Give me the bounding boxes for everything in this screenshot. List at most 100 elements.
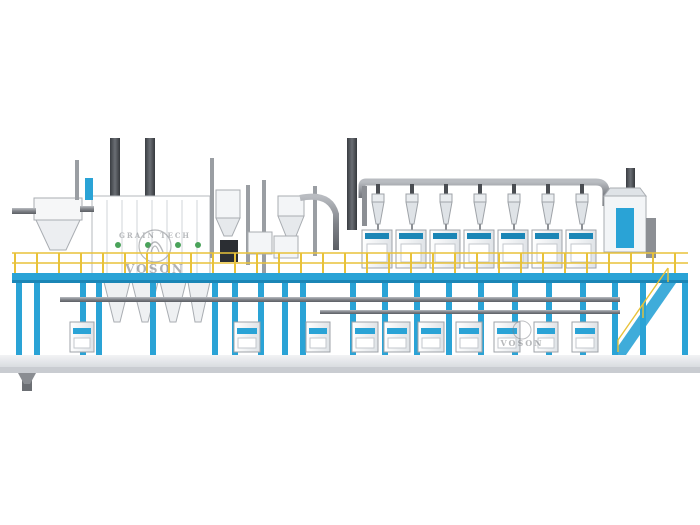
ground-machine-panel	[421, 337, 441, 349]
cyclone-body	[507, 193, 521, 203]
cyclone-body	[575, 193, 589, 203]
cyclone-cone	[473, 201, 487, 225]
mill-cyclones	[371, 184, 589, 230]
railing-post	[476, 253, 478, 273]
railing-post	[388, 253, 390, 273]
support-column	[80, 283, 86, 355]
ground-machine-band	[309, 328, 327, 334]
railing-post	[102, 253, 104, 273]
ground-machines	[69, 321, 599, 353]
railing-post	[146, 253, 148, 273]
railing-post	[234, 253, 236, 273]
ground-machine-band	[575, 328, 595, 334]
support-column	[282, 283, 288, 355]
support-column	[612, 283, 618, 355]
cyclone-outlet	[581, 224, 583, 230]
railing-post	[652, 253, 654, 273]
ground-machine-band	[537, 328, 555, 334]
ground-machine-band	[237, 328, 257, 334]
railing-post	[498, 253, 500, 273]
support-column	[350, 283, 356, 355]
cyclone-outlet	[411, 224, 413, 230]
floor-slab	[0, 355, 700, 391]
cyclone-outlet	[479, 224, 481, 230]
support-column	[478, 283, 484, 355]
railing-post	[454, 253, 456, 273]
railing-post	[190, 253, 192, 273]
support-column	[446, 283, 452, 355]
railing-post	[520, 253, 522, 273]
logo-seal-icon	[138, 229, 172, 263]
railing-post	[674, 253, 676, 273]
cyclone-cone	[507, 201, 521, 225]
cyclone-outlet	[445, 224, 447, 230]
support-column	[212, 283, 218, 355]
support-column	[512, 283, 518, 355]
mill-cabinet-top	[535, 233, 559, 239]
cyclone-inlet	[580, 184, 584, 194]
support-column	[682, 283, 688, 355]
support-column	[258, 283, 264, 355]
cyclone-body	[541, 193, 555, 203]
support-column	[300, 283, 306, 355]
railing-post	[300, 253, 302, 273]
railing-post	[322, 253, 324, 273]
railing-post	[278, 253, 280, 273]
cyclone-outlet	[547, 224, 549, 230]
cyclone-inlet	[376, 184, 380, 194]
cyclone-cone	[575, 201, 589, 225]
railing-post	[344, 253, 346, 273]
ground-machine-band	[459, 328, 479, 334]
left-cyclones	[12, 160, 94, 251]
cyclone-body	[473, 193, 487, 203]
support-column	[414, 283, 420, 355]
cyclone-inlet	[410, 184, 414, 194]
ground-machine-panel	[355, 337, 375, 349]
railing-post	[212, 253, 214, 273]
watermark-arc-text: GRAIN TECH	[119, 231, 191, 240]
mill-cabinet-top	[399, 233, 423, 239]
railing-post	[410, 253, 412, 273]
ground-machine-band	[73, 328, 91, 334]
railing-post	[256, 253, 258, 273]
ground-machine-panel	[497, 337, 517, 349]
railing-post	[366, 253, 368, 273]
mill-cabinet-top	[433, 233, 457, 239]
cyclone-outlet	[377, 224, 379, 230]
mill-cabinet-top	[365, 233, 389, 239]
mill-cabinet-top	[501, 233, 525, 239]
cyclone-cone	[541, 201, 555, 225]
ground-machine-band	[355, 328, 375, 334]
ground-machine-band	[497, 328, 517, 334]
cyclone-inlet	[546, 184, 550, 194]
railing-post	[542, 253, 544, 273]
support-column	[150, 283, 156, 355]
ground-machine-panel	[459, 337, 479, 349]
lower-conveyor-duct	[60, 297, 620, 314]
railing-post	[608, 253, 610, 273]
ground-machine-band	[421, 328, 441, 334]
cyclone-inlet	[512, 184, 516, 194]
support-columns	[16, 283, 688, 355]
ground-machine-panel	[575, 337, 595, 349]
ground-machine-panel	[309, 337, 327, 349]
support-column	[34, 283, 40, 355]
railing-post	[124, 253, 126, 273]
cyclone-cone	[405, 201, 419, 225]
cyclone-inlet	[444, 184, 448, 194]
cyclone-body	[439, 193, 453, 203]
ground-machine-panel	[387, 337, 407, 349]
mill-cabinet-top	[569, 233, 593, 239]
center-equipment	[210, 158, 339, 280]
cyclone-body	[371, 193, 385, 203]
watermark-brand-small: VOSON	[499, 338, 543, 348]
railing-post	[432, 253, 434, 273]
railing-post	[58, 253, 60, 273]
cyclone-inlet	[478, 184, 482, 194]
railing-post	[564, 253, 566, 273]
mill-cabinet-top	[467, 233, 491, 239]
ground-machine-panel	[73, 337, 91, 349]
support-column	[232, 283, 238, 355]
cyclone-cone	[439, 201, 453, 225]
